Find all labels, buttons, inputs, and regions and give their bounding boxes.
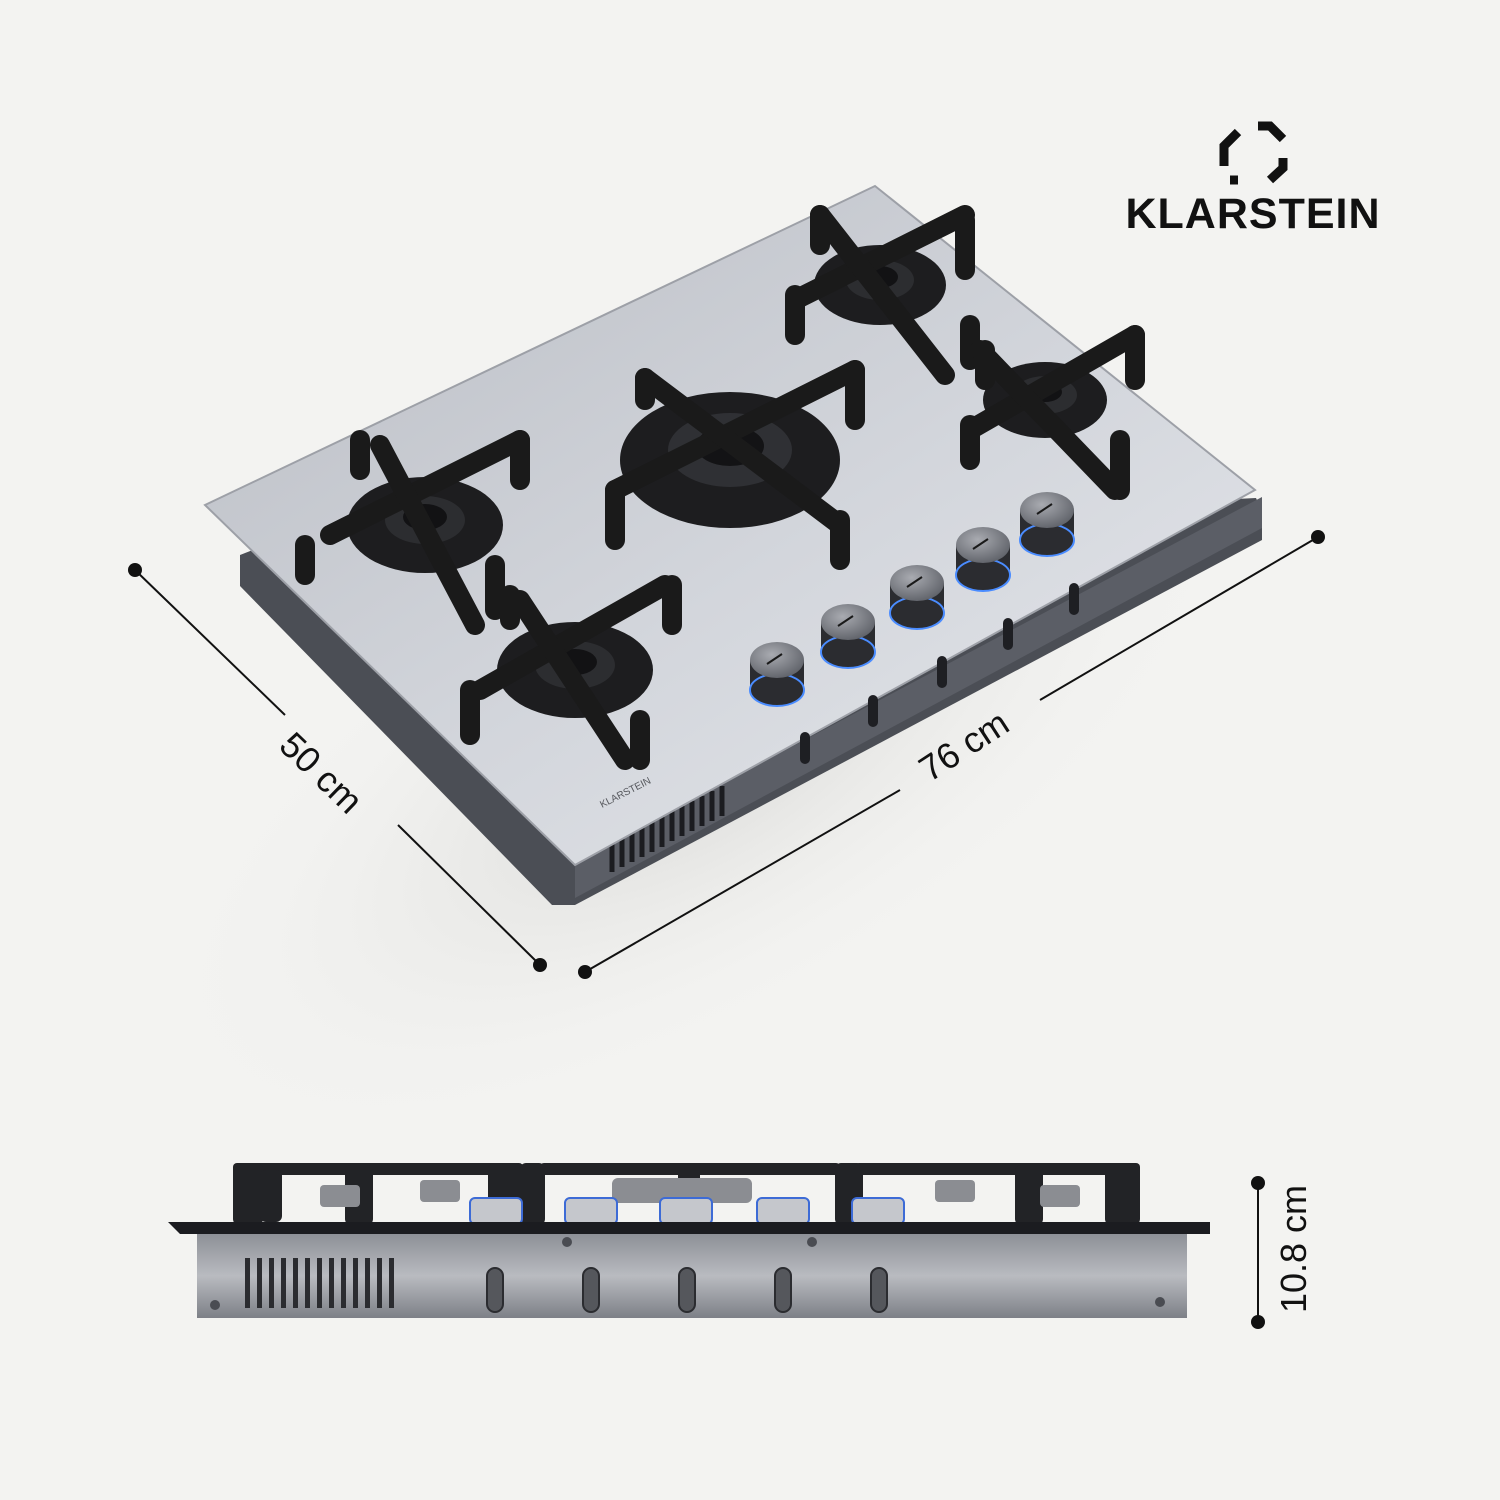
side-view-knobs — [469, 1197, 905, 1225]
grate-center — [605, 360, 865, 570]
height-dimension-label: 10.8 cm — [1273, 1184, 1315, 1314]
klarstein-octagon-logo-icon — [1219, 121, 1288, 185]
width-dimension-line — [578, 530, 1325, 979]
control-knob-3 — [889, 565, 945, 630]
grate-left-front — [460, 575, 682, 770]
side-view-vent-grille — [245, 1258, 394, 1308]
control-knob-5 — [1019, 492, 1075, 557]
grate-right-front — [960, 325, 1145, 500]
cooktop-side-view — [168, 1163, 1210, 1318]
cooktop-perspective-view: KLARSTEIN — [203, 184, 1262, 905]
grate-left-back — [295, 430, 530, 635]
brand-name: KLARSTEIN — [1125, 190, 1381, 238]
side-view-glass-edge — [168, 1222, 1210, 1234]
control-knob-2 — [820, 604, 876, 669]
side-view-grates — [233, 1163, 1140, 1225]
height-dimension-line — [1251, 1176, 1265, 1329]
side-vent-grille — [609, 786, 725, 872]
control-knob-1 — [749, 642, 805, 707]
side-view-slots — [486, 1267, 888, 1313]
grate-right-back — [785, 205, 980, 385]
side-view-burner-heads — [320, 1178, 1080, 1207]
side-view-screws — [210, 1237, 1165, 1310]
control-knob-4 — [955, 527, 1011, 592]
side-slots — [800, 583, 1079, 764]
cooktop-front-side — [575, 497, 1262, 898]
depth-dimension-line — [128, 563, 547, 972]
